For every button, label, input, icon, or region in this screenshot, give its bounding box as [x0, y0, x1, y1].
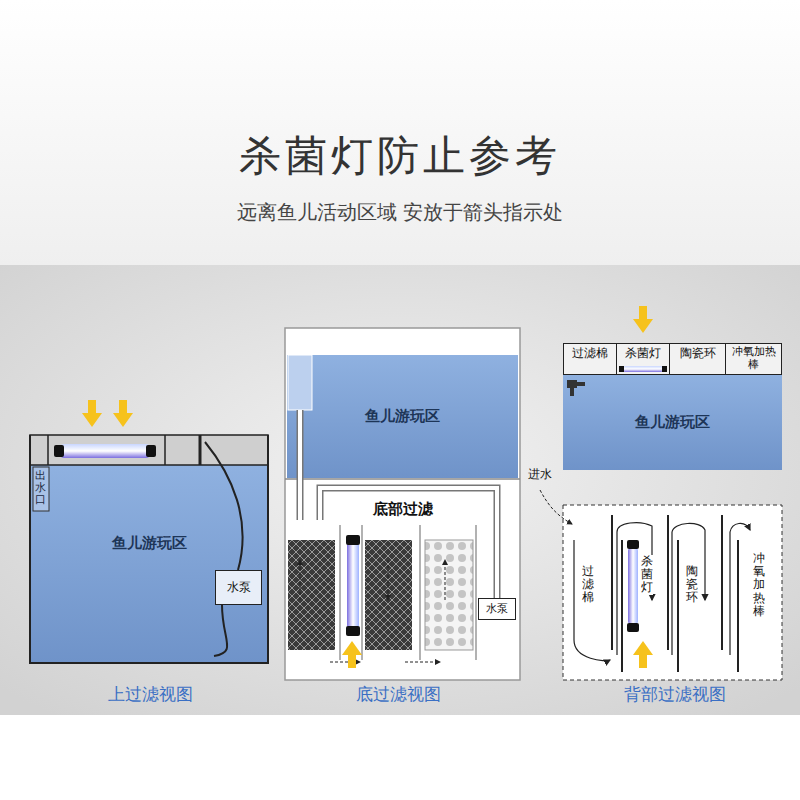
inlet-label: 进水	[520, 467, 560, 481]
node-text: 杀菌灯	[625, 347, 661, 361]
filter-compartment: 杀菌灯	[616, 343, 670, 375]
filter-compartment: 冲氧加热棒	[725, 343, 782, 375]
water-area: 鱼儿游玩区	[563, 375, 782, 470]
filter-compartment: 过滤棉	[563, 343, 617, 375]
node-text: 冲氧加热棒	[727, 346, 780, 371]
chamber-label: 陶瓷环	[686, 565, 698, 605]
water-area: 鱼儿游玩区水泵	[30, 465, 268, 663]
node-text: 鱼儿游玩区	[112, 535, 187, 552]
sump-region: 底部过滤水泵	[287, 481, 518, 678]
node-text: 鱼儿游玩区	[365, 408, 440, 425]
subtitle: 远离鱼儿活动区域 安放于箭头指示处	[0, 200, 800, 224]
filter-compartment: 陶瓷环	[669, 343, 726, 375]
node-text: 水泵	[486, 603, 508, 616]
chamber-label: 过滤棉	[582, 565, 594, 605]
page-title: 杀菌灯防止参考	[0, 128, 800, 184]
node-text: 底部过滤	[373, 501, 433, 518]
water-area: 鱼儿游玩区	[287, 355, 518, 478]
node-text: 过滤棉	[572, 347, 608, 361]
node-text: 陶瓷环	[680, 347, 716, 361]
view-caption: 上过滤视图	[50, 684, 250, 704]
node-text: 水泵	[227, 581, 251, 595]
pump-box: 水泵	[478, 598, 516, 620]
outlet-label: 出水口	[35, 470, 46, 506]
view-caption: 背部过滤视图	[575, 684, 775, 704]
pump-box: 水泵	[215, 570, 262, 605]
view-caption: 底过滤视图	[298, 684, 498, 704]
node-text: 鱼儿游玩区	[635, 414, 710, 431]
chamber-label: 杀菌灯	[641, 555, 653, 595]
chamber-label: 冲氧加热棒	[753, 552, 765, 618]
